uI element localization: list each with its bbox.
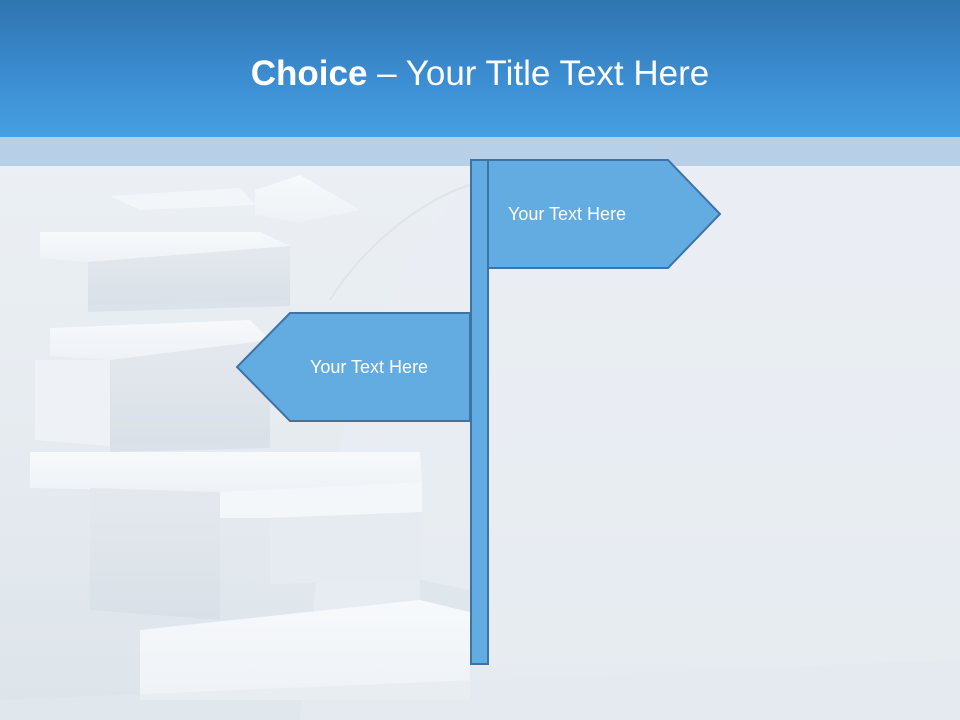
signpost-pole[interactable]: [470, 159, 489, 665]
title-bar: [0, 0, 960, 137]
spiral-staircase-illustration: [0, 150, 960, 720]
right-arrow-label[interactable]: Your Text Here: [508, 204, 627, 224]
title-rest-text: – Your Title Text Here: [367, 54, 710, 93]
left-arrow-label[interactable]: Your Text Here: [310, 357, 429, 377]
title-bold-word: Choice: [250, 54, 368, 93]
page-title[interactable]: Choice – Your Title Text Here: [0, 52, 960, 96]
